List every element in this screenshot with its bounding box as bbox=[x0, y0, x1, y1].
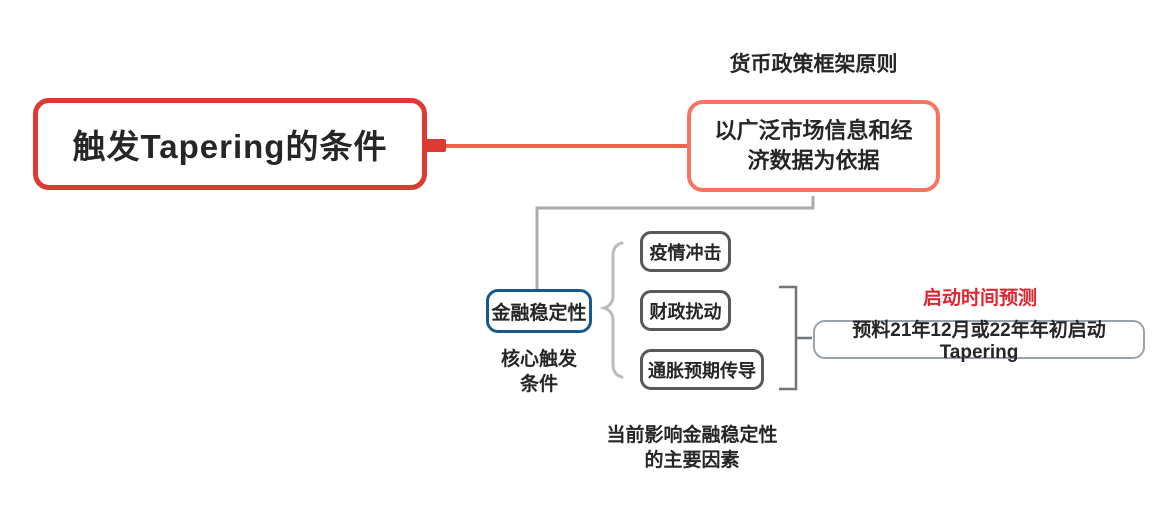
prediction-node-label: 预料21年12月或22年年初启动Tapering bbox=[852, 320, 1106, 363]
factor-node-fiscal[interactable]: 财政扰动 bbox=[640, 290, 731, 331]
factor-node-label: 通胀预期传导 bbox=[648, 360, 756, 381]
principle-node[interactable]: 以广泛市场信息和经济数据为依据 bbox=[687, 100, 940, 192]
principle-node-label: 以广泛市场信息和经济数据为依据 bbox=[714, 118, 913, 173]
stability-node-label: 金融稳定性 bbox=[491, 302, 587, 324]
factor-node-label: 疫情冲击 bbox=[649, 242, 722, 263]
prediction-node[interactable]: 预料21年12月或22年年初启动Tapering bbox=[813, 320, 1145, 363]
connector-principle-stability bbox=[535, 196, 815, 289]
factor-node-pandemic[interactable]: 疫情冲击 bbox=[640, 231, 731, 272]
principle-floating-label: 货币政策框架原则 bbox=[729, 53, 898, 76]
stability-node[interactable]: 金融稳定性 bbox=[486, 289, 592, 333]
stability-caption: 核心触发 条件 bbox=[500, 349, 577, 395]
root-node[interactable]: 触发Tapering的条件 bbox=[33, 98, 427, 190]
connector-root-stub bbox=[424, 139, 446, 152]
bracket-factors-prediction bbox=[779, 285, 812, 391]
factor-node-inflation[interactable]: 通胀预期传导 bbox=[640, 349, 764, 390]
prediction-floating-label: 启动时间预测 bbox=[922, 288, 1037, 309]
brace-stability-factors bbox=[599, 241, 624, 379]
root-node-label: 触发Tapering的条件 bbox=[72, 128, 388, 165]
factors-caption: 当前影响金融稳定性 的主要因素 bbox=[606, 425, 778, 471]
factor-node-label: 财政扰动 bbox=[649, 301, 722, 322]
